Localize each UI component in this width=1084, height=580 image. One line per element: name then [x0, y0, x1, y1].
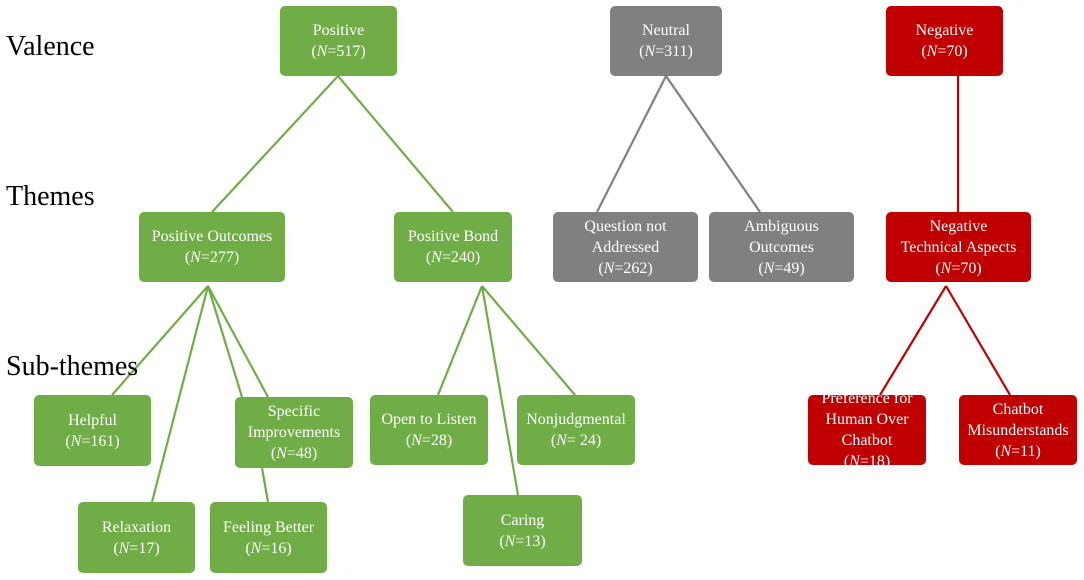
node-count-value: 311 [664, 43, 688, 60]
node-label-line: Misunderstands [967, 421, 1069, 439]
node-label-line: Relaxation [101, 518, 172, 536]
node-count-value: 240 [450, 249, 475, 266]
connector-positive-to-positive-outcomes [211, 75, 339, 213]
node-count: (N=517) [311, 43, 366, 60]
connector-neutral-to-ambiguous-outcomes [665, 75, 761, 213]
node-label-line: Question not [584, 217, 667, 235]
node-label-line: Open to Listen [381, 411, 477, 428]
node-nonjudgmental: Nonjudgmental (N= 24) [517, 395, 635, 465]
connector-negative-technical-aspects-to-preference-for-human [879, 285, 947, 396]
node-count-value: 161 [90, 432, 115, 450]
node-label-line: Positive Outcomes [151, 228, 273, 245]
node-count: (N= 24) [550, 432, 602, 449]
connector-positive-bond-to-nonjudgmental [481, 285, 576, 396]
node-count-value: 24 [575, 432, 596, 449]
node-positive: Positive (N=517) [280, 6, 397, 76]
connector-specific-improvements-stub-to-feeling-better [260, 467, 270, 503]
node-label-line: Feeling Better [222, 518, 315, 536]
node-count-value: 17 [138, 539, 155, 557]
node-open-to-listen: Open to Listen (N=28) [370, 395, 488, 465]
node-count: (N=17) [113, 539, 160, 557]
node-count-value: 517 [336, 43, 361, 60]
node-count: (N=11) [995, 442, 1041, 460]
connector-positive-outcomes-to-helpful [111, 285, 209, 396]
node-count: (N=16) [245, 539, 292, 557]
connector-positive-to-positive-bond [337, 75, 454, 213]
node-caring: Caring (N=13) [463, 495, 582, 566]
node-count: (N=70) [921, 43, 968, 60]
connector-neutral-to-question-not-addressed [596, 75, 667, 213]
node-helpful: Helpful (N=161) [34, 395, 151, 466]
node-negative: Negative (N=70) [886, 6, 1003, 76]
node-count: (N=70) [935, 259, 982, 277]
node-count: (N=18) [843, 453, 891, 470]
connector-positive-outcomes-to-relaxation [150, 285, 210, 503]
node-label-line: Helpful [68, 411, 117, 429]
node-neutral: Neutral (N=311) [610, 6, 722, 76]
node-count-value: 18 [868, 453, 885, 470]
connector-positive-bond-to-open-to-listen [436, 285, 484, 396]
node-label-line: Chatbot [992, 400, 1044, 418]
node-positive-outcomes: Positive Outcomes (N=277) [139, 212, 285, 282]
node-count: (N=49) [758, 259, 805, 277]
node-label-line: Negative [929, 217, 988, 235]
node-label-line: Specific [267, 403, 321, 420]
node-count: (N=48) [270, 445, 318, 462]
node-count: (N=311) [639, 43, 693, 60]
node-positive-bond: Positive Bond (N=240) [394, 212, 512, 282]
node-count-value: 70 [946, 43, 963, 60]
connector-positive-outcomes-to-specific-improvements [207, 285, 269, 398]
node-count-value: 28 [430, 432, 447, 449]
node-label-line: Positive Bond [407, 228, 499, 245]
node-label-line: Addressed [591, 238, 660, 256]
row-label-subthemes: Sub-themes [6, 351, 139, 382]
node-label-line: Human Over [825, 411, 909, 428]
node-relaxation: Relaxation (N=17) [78, 502, 195, 573]
connector-negative-technical-aspects-to-chatbot-misunderstands [945, 285, 1011, 396]
node-label-line: Outcomes [749, 238, 814, 256]
node-count-value: 11 [1020, 442, 1036, 460]
node-count-value: 277 [209, 249, 234, 266]
node-count-value: 262 [623, 259, 648, 277]
connector-positive-bond-to-caring [480, 285, 520, 496]
node-label-line: Nonjudgmental [526, 411, 626, 428]
node-count-value: 13 [524, 532, 541, 550]
node-count-value: 16 [270, 539, 287, 557]
node-feeling-better: Feeling Better (N=16) [210, 502, 327, 573]
node-label-line: Ambiguous [744, 217, 819, 235]
node-label-line: Positive [312, 22, 365, 39]
node-count: (N=240) [425, 249, 481, 266]
row-label-themes: Themes [6, 181, 95, 212]
node-count: (N=161) [65, 432, 120, 450]
node-count: (N=13) [499, 532, 546, 550]
node-count: (N=28) [405, 432, 453, 449]
node-label-line: Neutral [642, 22, 690, 39]
node-count-value: 70 [960, 259, 977, 277]
row-label-valence: Valence [6, 31, 95, 62]
connector-positive-outcomes-to-feeling-better [206, 285, 244, 398]
node-count: (N=277) [184, 249, 240, 266]
node-label-line: Technical Aspects [900, 238, 1017, 256]
node-label-line: Negative [915, 22, 974, 39]
node-count: (N=262) [598, 259, 653, 277]
node-count-value: 48 [295, 445, 312, 462]
node-label-line: Chatbot [841, 432, 893, 449]
node-label-line: Preference for [821, 390, 913, 407]
node-count-value: 49 [783, 259, 800, 277]
node-label-line: Improvements [247, 424, 341, 441]
node-label-line: Caring [500, 511, 545, 529]
